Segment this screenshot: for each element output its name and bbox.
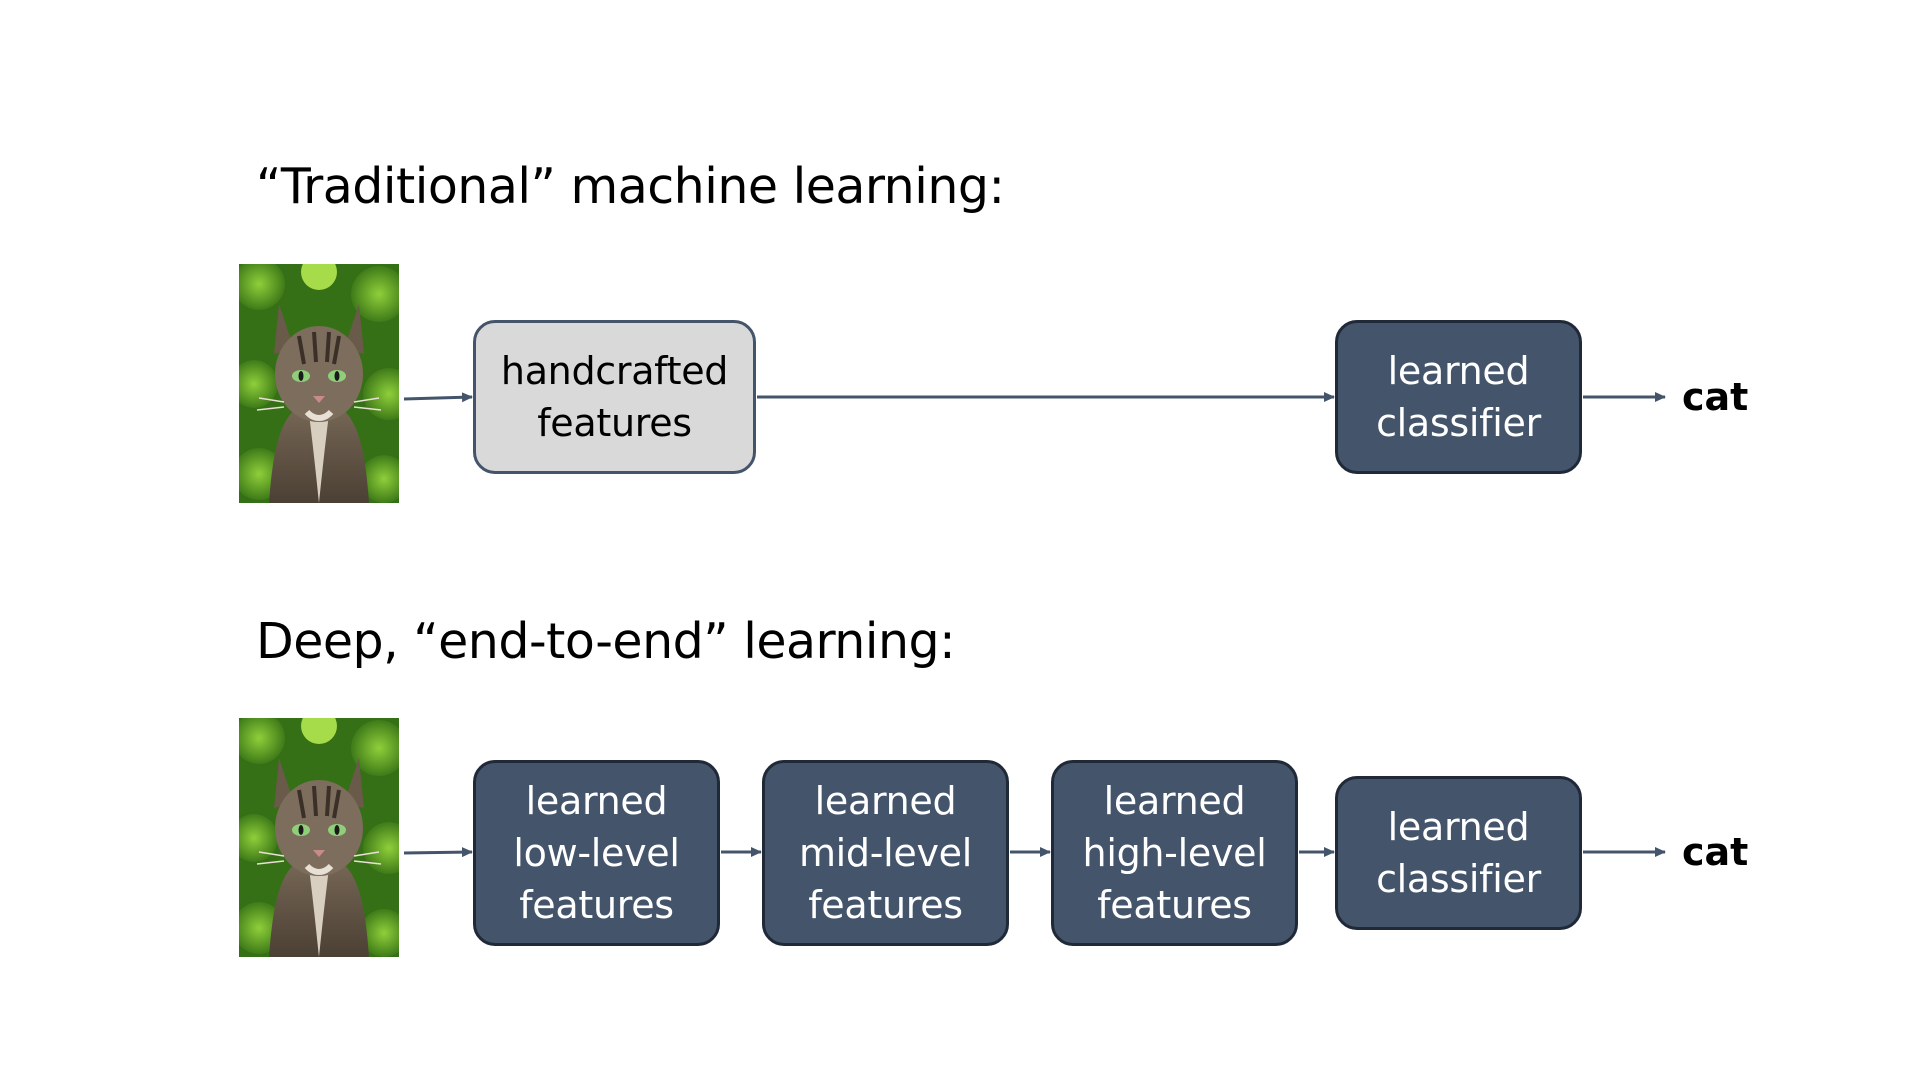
output-label-traditional: cat xyxy=(1682,375,1749,419)
box-line: learned xyxy=(1387,805,1530,849)
box-line: learned xyxy=(1387,349,1530,393)
box-line: classifier xyxy=(1376,401,1541,445)
learned-mid-level-features-box: learned mid-level features xyxy=(762,760,1009,946)
handcrafted-features-box: handcrafted features xyxy=(473,320,756,474)
learned-low-level-features-box: learned low-level features xyxy=(473,760,720,946)
box-line: features xyxy=(808,883,963,927)
box-line: learned xyxy=(814,779,957,823)
learned-classifier-box-deep: learned classifier xyxy=(1335,776,1582,930)
arrow-image-to-low xyxy=(403,847,473,858)
cat-image xyxy=(239,718,399,957)
cat-image xyxy=(239,264,399,503)
learned-classifier-box-traditional: learned classifier xyxy=(1335,320,1582,474)
learned-high-level-features-box: learned high-level features xyxy=(1051,760,1298,946)
box-line: features xyxy=(537,401,692,445)
box-line: learned xyxy=(1103,779,1246,823)
traditional-heading: “Traditional” machine learning: xyxy=(256,158,1005,215)
box-line: high-level xyxy=(1082,831,1267,875)
deep-heading: Deep, “end-to-end” learning: xyxy=(256,613,956,670)
output-label-deep: cat xyxy=(1682,830,1749,874)
box-line: classifier xyxy=(1376,857,1541,901)
box-line: features xyxy=(519,883,674,927)
cat-photo-deep xyxy=(239,718,399,957)
box-line: features xyxy=(1097,883,1252,927)
box-line: low-level xyxy=(513,831,680,875)
arrow-image-to-handcrafted xyxy=(403,392,473,403)
box-line: handcrafted xyxy=(500,349,729,393)
box-line: learned xyxy=(525,779,668,823)
box-line: mid-level xyxy=(798,831,973,875)
cat-photo-traditional xyxy=(239,264,399,503)
